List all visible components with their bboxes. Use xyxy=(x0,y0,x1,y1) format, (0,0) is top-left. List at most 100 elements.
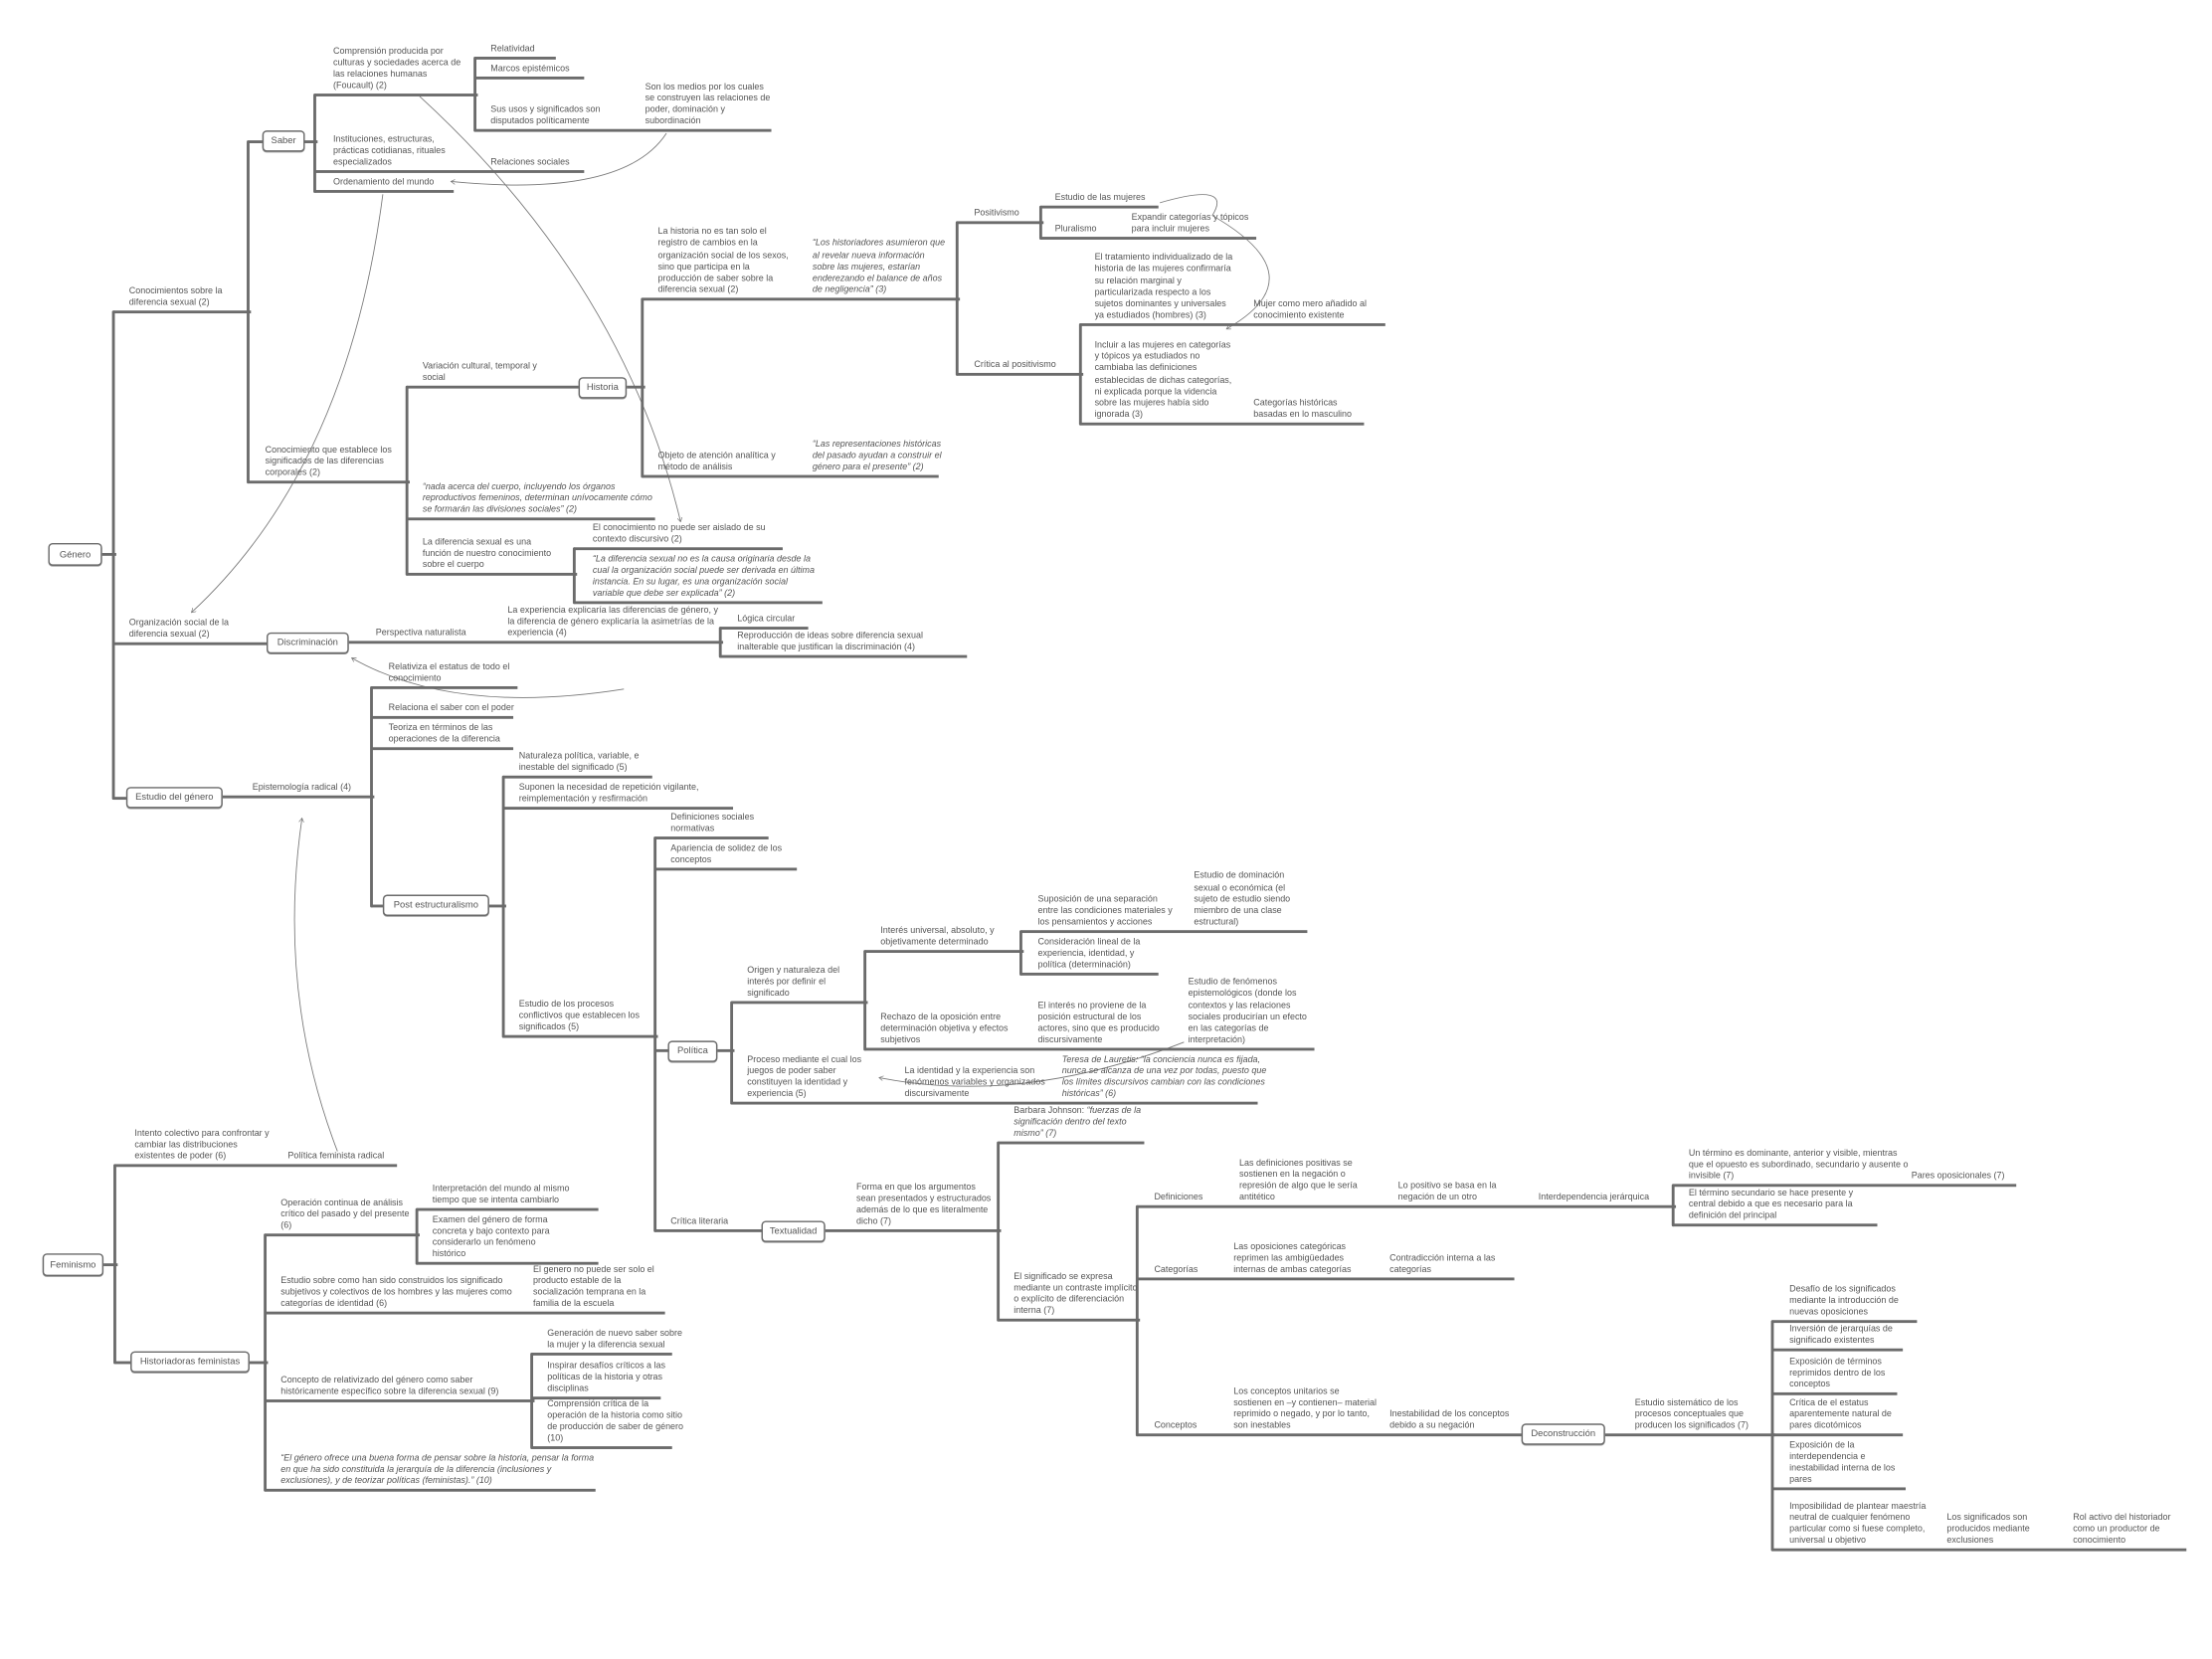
topic-saber-medios[interactable]: Son los medios por los cuales se constru… xyxy=(645,82,771,127)
topic-textualidad-conceptos[interactable]: Conceptos xyxy=(1154,1420,1198,1431)
topic-saber-usos[interactable]: Sus usos y significados son disputados p… xyxy=(490,104,601,127)
node-post-estructuralismo[interactable]: Post estructuralismo xyxy=(382,894,489,916)
node-discriminacion[interactable]: Discriminación xyxy=(267,632,349,654)
node-historiadoras-feministas[interactable]: Historiadoras feministas xyxy=(130,1351,250,1373)
topic-estudio-procesos[interactable]: Estudio de los procesos conflictivos que… xyxy=(518,999,641,1033)
topic-quote[interactable]: “El género ofrece una buena forma de pen… xyxy=(280,1453,595,1487)
topic-saber-relaciones[interactable]: Relaciones sociales xyxy=(490,157,570,168)
topic-historia-estudio-mujeres[interactable]: Estudio de las mujeres xyxy=(1054,193,1146,204)
topic-estudio-teoriza[interactable]: Teoriza en términos de las operaciones d… xyxy=(388,723,500,745)
relationship-radical-epistemologia[interactable] xyxy=(293,819,338,1152)
topic-textualidad-imposibilidad[interactable]: Imposibilidad de plantear maestría neutr… xyxy=(1789,1501,1927,1547)
relationship-mujeres-critica[interactable] xyxy=(1160,194,1270,329)
topic-historia-objeto[interactable]: Objeto de atención analítica y método de… xyxy=(657,451,776,473)
topic-textualidad-desafio[interactable]: Desafío de los significados mediante la … xyxy=(1789,1284,1899,1318)
topic-politica-interes[interactable]: Interés universal, absoluto, y objetivam… xyxy=(880,926,995,948)
topic-textualidad-significado[interactable]: El significado se expresa mediante un co… xyxy=(1014,1271,1138,1317)
topic-estudio-critica-literaria[interactable]: Crítica literaria xyxy=(670,1216,729,1227)
topic-estudio-significados[interactable]: Estudio sobre como han sido construidos … xyxy=(280,1275,512,1310)
relationship-comprension-aislado[interactable] xyxy=(419,95,680,522)
topic-estudio-definiciones-sociales[interactable]: Definiciones sociales normativas xyxy=(670,813,755,834)
topic-corporales-aislado[interactable]: El conocimiento no puede ser aislado de … xyxy=(592,523,766,545)
topic-genero-solo[interactable]: El genero no puede ser solo el producto … xyxy=(533,1264,654,1310)
topic-historia-quote2[interactable]: “Las representaciones históricas del pas… xyxy=(812,439,942,473)
topic-intento[interactable]: Intento colectivo para confrontar y camb… xyxy=(134,1128,270,1162)
topic-historia-pluralismo[interactable]: Pluralismo xyxy=(1054,224,1097,235)
topic-textualidad-inestabilidad[interactable]: Inestabilidad de los conceptos debido a … xyxy=(1389,1409,1510,1431)
topic-textualidad-categorias[interactable]: Categorías xyxy=(1154,1265,1198,1276)
topic-organizacion-naturalista[interactable]: Perspectiva naturalista xyxy=(375,628,466,639)
topic-organizacion-reproduccion[interactable]: Reproducción de ideas sobre diferencia s… xyxy=(737,631,923,653)
relationship-relaciona-discriminacion[interactable] xyxy=(352,657,625,698)
topic-examen[interactable]: Examen del género de forma concreta y ba… xyxy=(432,1214,550,1260)
topic-corporales-variacion[interactable]: Variación cultural, temporal y social xyxy=(422,361,537,384)
topic-historia-expandir[interactable]: Expandir categorías y tópicos para inclu… xyxy=(1131,212,1249,235)
topic-historia-mero[interactable]: Mujer como mero añadido al conocimiento … xyxy=(1253,298,1368,321)
topic-textualidad-inversion[interactable]: Inversión de jerarquías de significado e… xyxy=(1789,1324,1893,1347)
topic-saber-instituciones[interactable]: Instituciones, estructuras, prácticas co… xyxy=(333,134,446,168)
topic-textualidad-rol[interactable]: Rol activo del historiador como un produ… xyxy=(2073,1512,2171,1547)
topic-politica-dominacion[interactable]: Estudio de dominación sexual o económica… xyxy=(1194,871,1291,928)
topic-textualidad-forma[interactable]: Forma en que los argumentos sean present… xyxy=(856,1182,992,1227)
topic-textualidad-johnson[interactable]: Barbara Johnson: “fuerzas de la signific… xyxy=(1014,1106,1144,1142)
topic-interpretacion[interactable]: Interpretación del mundo al mismo tiempo… xyxy=(432,1184,570,1206)
topic-corporales-quote2[interactable]: “La diferencia sexual no es la causa ori… xyxy=(592,553,815,600)
topic-politica-epistemologicos[interactable]: Estudio de fenómenos epistemológicos (do… xyxy=(1188,977,1307,1046)
relationship-ordenamiento-organizacion[interactable] xyxy=(191,194,384,613)
topic-corporales-funcion[interactable]: La diferencia sexual es una función de n… xyxy=(422,537,552,571)
topic-saber-ordenamiento[interactable]: Ordenamiento del mundo xyxy=(333,177,435,188)
topic-textualidad-dominante[interactable]: Un término es dominante, anterior y visi… xyxy=(1688,1148,1909,1182)
topic-politica-suposicion[interactable]: Suposición de una separación entre las c… xyxy=(1037,894,1173,928)
topic-politica-lineal[interactable]: Consideración lineal de la experiencia, … xyxy=(1037,937,1141,971)
topic-textualidad-oposiciones[interactable]: Las oposiciones categóricas reprimen las… xyxy=(1233,1241,1352,1276)
relationship-medios-ordenamiento[interactable] xyxy=(451,132,667,186)
topic-estudio-naturaleza[interactable]: Naturaleza política, variable, e inestab… xyxy=(518,751,640,774)
topic-estudio-apariencia[interactable]: Apariencia de solidez de los conceptos xyxy=(670,843,783,866)
topic-historia-positivismo[interactable]: Positivismo xyxy=(974,208,1019,219)
topic-historia-quote[interactable]: “Los historiadores asumieron que al reve… xyxy=(812,239,946,295)
topic-estudio-relaciona[interactable]: Relaciona el saber con el poder xyxy=(388,703,514,714)
topic-politica-proviene[interactable]: El interés no proviene de la posición es… xyxy=(1037,1001,1160,1046)
topic-textualidad-critica-estatus[interactable]: Crítica de el estatus aparentemente natu… xyxy=(1789,1397,1892,1431)
topic-textualidad-pares[interactable]: Pares oposicionales (7) xyxy=(1911,1171,2005,1182)
topic-textualidad-secundario[interactable]: El término secundario se hace presente y… xyxy=(1688,1188,1854,1221)
topic-saber-relatividad[interactable]: Relatividad xyxy=(490,44,535,55)
topic-textualidad-sistematico[interactable]: Estudio sistemático de los procesos conc… xyxy=(1634,1397,1749,1431)
topic-generacion[interactable]: Generación de nuevo saber sobre la mujer… xyxy=(547,1328,683,1351)
topic-textualidad-positivo[interactable]: Lo positivo se basa en la negación de un… xyxy=(1397,1181,1497,1203)
topic-textualidad-exclusiones[interactable]: Los significados son producidos mediante… xyxy=(1946,1512,2030,1547)
root-node-genero[interactable]: Género xyxy=(48,543,102,566)
topic-organizacion-experiencia[interactable]: La experiencia explicaría las diferencia… xyxy=(507,605,718,639)
node-estudio-genero[interactable]: Estudio del género xyxy=(125,787,223,809)
topic-historia-critica[interactable]: Crítica al positivismo xyxy=(974,360,1056,371)
node-historia[interactable]: Historia xyxy=(578,377,628,399)
topic-historia-incluir[interactable]: Incluir a las mujeres en categorías y tó… xyxy=(1094,340,1232,421)
root-node-feminismo[interactable]: Feminismo xyxy=(42,1253,104,1277)
node-saber[interactable]: Saber xyxy=(262,130,305,152)
topic-historia-tratamiento[interactable]: El tratamiento individualizado de la his… xyxy=(1094,253,1233,321)
topic-politica-origen[interactable]: Origen y naturaleza del interés por defi… xyxy=(747,965,840,1000)
relationship-epistemologicos-identidad[interactable] xyxy=(879,1041,1185,1087)
topic-politica-lauretis[interactable]: Teresa de Lauretis: “la conciencia nunca… xyxy=(1061,1054,1267,1100)
topic-politica-radical[interactable]: Política feminista radical xyxy=(287,1152,385,1162)
topic-textualidad-definiciones[interactable]: Definiciones xyxy=(1154,1193,1203,1203)
topic-operacion[interactable]: Operación continua de análisis crítico d… xyxy=(280,1198,410,1231)
node-deconstruccion[interactable]: Deconstrucción xyxy=(1521,1423,1605,1445)
topic-conocimientos[interactable]: Conocimientos sobre la diferencia sexual… xyxy=(128,286,223,308)
topic-estudio-epistemologia[interactable]: Epistemología radical (4) xyxy=(252,783,352,794)
topic-textualidad-positivas[interactable]: Las definiciones positivas se sostienen … xyxy=(1238,1158,1358,1203)
topic-historia-registro[interactable]: La historia no es tan solo el registro d… xyxy=(657,227,789,295)
topic-corporales-quote[interactable]: “nada acerca del cuerpo, incluyendo los … xyxy=(422,481,652,515)
topic-corporales-label[interactable]: Conocimiento que establece los significa… xyxy=(265,445,392,478)
topic-politica-proceso[interactable]: Proceso mediante el cual los juegos de p… xyxy=(747,1054,862,1100)
node-textualidad[interactable]: Textualidad xyxy=(761,1220,826,1242)
topic-politica-rechazo[interactable]: Rechazo de la oposición entre determinac… xyxy=(880,1012,1009,1046)
topic-comprension[interactable]: Comprensión crítica de la operación de l… xyxy=(547,1398,684,1444)
topic-saber-marcos[interactable]: Marcos epistémicos xyxy=(490,64,570,75)
topic-estudio-suponen[interactable]: Suponen la necesidad de repetición vigil… xyxy=(518,783,699,805)
topic-textualidad-jerarquica[interactable]: Interdependencia jerárquica xyxy=(1538,1193,1650,1203)
topic-saber-comprension[interactable]: Comprensión producida por culturas y soc… xyxy=(333,46,461,92)
topic-inspirar[interactable]: Inspirar desafíos críticos a las polític… xyxy=(547,1361,666,1394)
topic-organizacion-label[interactable]: Organización social de la diferencia sex… xyxy=(128,618,230,641)
topic-textualidad-exposicion-interdependencia[interactable]: Exposición de la interdependencia e ines… xyxy=(1789,1439,1896,1486)
